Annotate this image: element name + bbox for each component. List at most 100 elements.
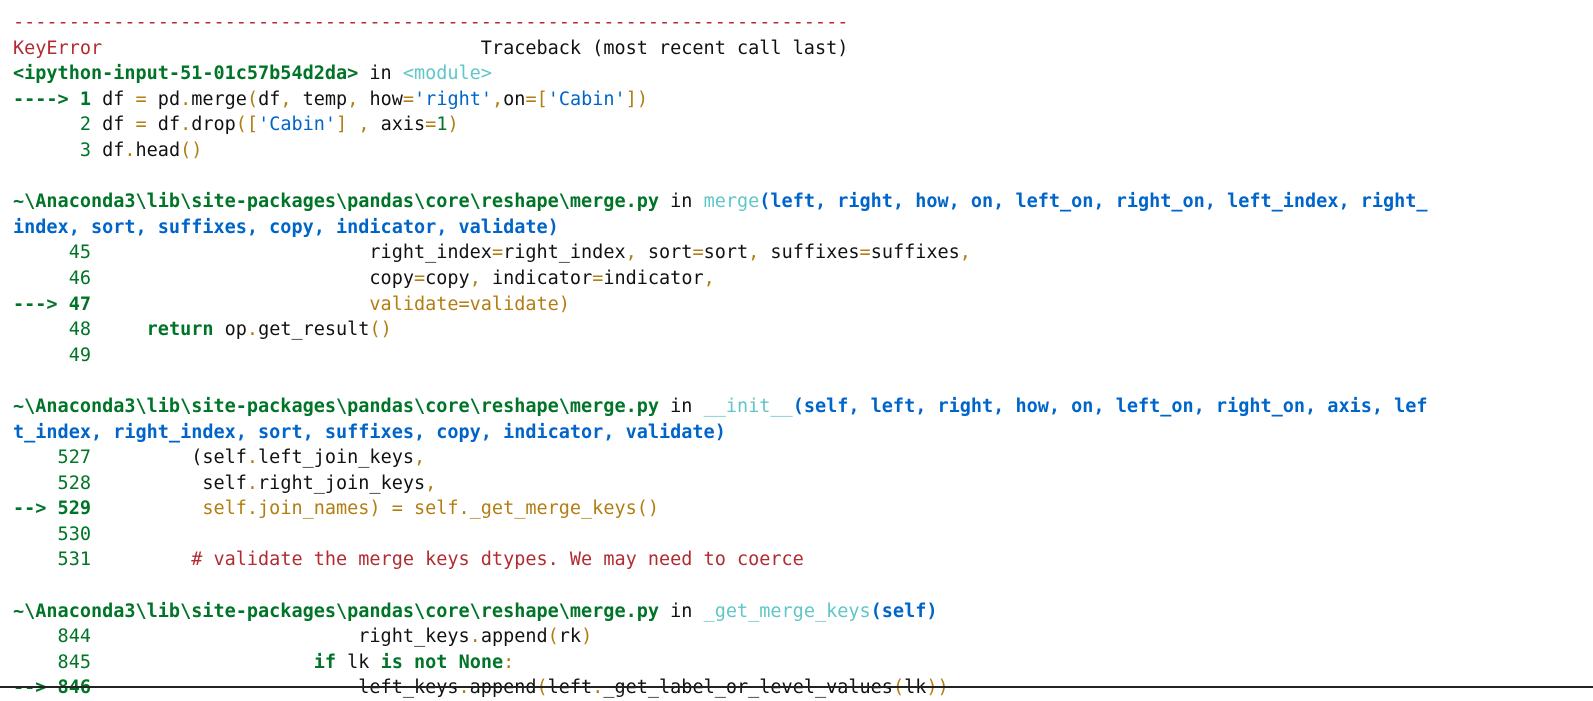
- traceback-segment: ,: [748, 242, 760, 264]
- traceback-segment: ): [447, 114, 459, 136]
- traceback-segment: (: [892, 677, 905, 699]
- traceback-line: 528 self.right_join_keys,: [13, 471, 1593, 497]
- traceback-segment: self.join_names) = self._get_merge_keys(…: [90, 498, 660, 520]
- traceback-segment: validate=validate): [90, 293, 570, 315]
- traceback-segment: (: [547, 626, 559, 648]
- traceback-segment: =: [859, 242, 871, 264]
- traceback-line: 3 df.head(): [13, 138, 1593, 164]
- traceback-segment: sort: [636, 242, 693, 264]
- traceback-segment: append: [469, 677, 537, 699]
- traceback-segment: 531: [13, 549, 91, 571]
- traceback-segment: =: [135, 114, 147, 136]
- traceback-segment: =[: [525, 88, 548, 110]
- traceback-segment: ---> 47: [13, 293, 91, 315]
- traceback-segment: =: [135, 88, 147, 110]
- traceback-line: --> 846 left_keys.append(left._get_label…: [13, 675, 1593, 701]
- traceback-segment: sort: [703, 242, 749, 264]
- traceback-segment: 45: [13, 242, 91, 264]
- traceback-segment: ([: [235, 114, 259, 136]
- traceback-line: ----------------------------------------…: [13, 10, 1593, 36]
- output-bottom-border: [0, 686, 1593, 688]
- traceback-segment: .: [180, 88, 192, 110]
- traceback-segment: in: [659, 600, 704, 622]
- traceback-segment: (): [369, 319, 392, 341]
- traceback-segment: .: [458, 677, 470, 699]
- traceback-segment: ~\Anaconda3\lib\site-packages\pandas\cor…: [13, 191, 660, 213]
- traceback-segment: self: [90, 472, 247, 494]
- traceback-segment: df: [90, 114, 136, 136]
- traceback-line: 45 right_index=right_index, sort=sort, s…: [13, 240, 1593, 266]
- traceback-segment: 48: [13, 319, 91, 341]
- traceback-segment: ,: [347, 88, 359, 110]
- traceback-line: ~\Anaconda3\lib\site-packages\pandas\cor…: [13, 599, 1593, 625]
- traceback-output: ----------------------------------------…: [13, 10, 1593, 701]
- traceback-segment: ~\Anaconda3\lib\site-packages\pandas\cor…: [13, 600, 660, 622]
- traceback-segment: ] ,: [336, 114, 381, 136]
- traceback-segment: .: [246, 319, 259, 341]
- traceback-segment: right_join_keys: [258, 472, 426, 494]
- traceback-segment: 530: [13, 523, 91, 545]
- traceback-segment: axis: [380, 114, 426, 136]
- traceback-line: ~\Anaconda3\lib\site-packages\pandas\cor…: [13, 189, 1593, 215]
- traceback-segment: right_index: [503, 242, 626, 264]
- traceback-segment: _get_merge_keys: [703, 600, 871, 622]
- traceback-segment: .: [124, 139, 136, 161]
- traceback-segment: --> 846: [13, 677, 91, 699]
- traceback-segment: =: [425, 114, 437, 136]
- traceback-segment: temp: [291, 88, 348, 110]
- traceback-segment: ,: [959, 242, 971, 264]
- traceback-segment: lk: [904, 677, 927, 699]
- traceback-line: 530: [13, 522, 1593, 548]
- traceback-line: --> 529 self.join_names) = self._get_mer…: [13, 496, 1593, 522]
- traceback-segment: 527: [13, 447, 91, 469]
- traceback-segment: is: [380, 651, 403, 673]
- traceback-segment: .: [246, 447, 259, 469]
- traceback-segment: copy: [425, 267, 470, 289]
- traceback-segment: 1: [436, 114, 448, 136]
- traceback-segment: how: [358, 88, 403, 110]
- traceback-segment: =: [402, 88, 415, 110]
- traceback-segment: right_index: [90, 242, 492, 264]
- traceback-segment: [91, 652, 314, 673]
- traceback-segment: ,: [625, 242, 637, 264]
- traceback-segment: df: [90, 88, 136, 110]
- traceback-line: 845 if lk is not None:: [13, 650, 1593, 676]
- traceback-line: 2 df = df.drop(['Cabin'] , axis=1): [13, 112, 1593, 138]
- traceback-segment: 845: [13, 651, 91, 673]
- traceback-line: ----> 1 df = pd.merge(df, temp, how='rig…: [13, 87, 1593, 113]
- traceback-segment: <module>: [402, 63, 492, 85]
- traceback-segment: indicator: [480, 267, 593, 289]
- traceback-segment: left_join_keys: [258, 447, 414, 469]
- traceback-line: 844 right_keys.append(rk): [13, 624, 1593, 650]
- traceback-segment: (self, left, right, how, on, left_on, ri…: [792, 395, 1428, 417]
- traceback-line: 531 # validate the merge keys dtypes. We…: [13, 547, 1593, 573]
- traceback-segment: [447, 652, 458, 673]
- traceback-segment: op: [213, 319, 247, 341]
- traceback-segment: head: [135, 139, 181, 161]
- traceback-segment: in: [659, 191, 704, 213]
- traceback-segment: ,: [703, 267, 715, 289]
- traceback-segment: ): [581, 626, 593, 648]
- traceback-line: ---> 47 validate=validate): [13, 292, 1593, 318]
- traceback-segment: :: [503, 651, 515, 673]
- traceback-segment: right_keys: [90, 626, 470, 648]
- traceback-segment: left: [547, 677, 593, 699]
- traceback-segment: ,: [413, 447, 426, 469]
- traceback-line: 46 copy=copy, indicator=indicator,: [13, 266, 1593, 292]
- traceback-segment: [403, 652, 414, 673]
- traceback-line: ~\Anaconda3\lib\site-packages\pandas\cor…: [13, 394, 1593, 420]
- traceback-segment: 3: [13, 139, 91, 161]
- traceback-segment: merge: [191, 88, 247, 110]
- traceback-segment: 'Cabin': [258, 114, 337, 136]
- traceback-segment: ~\Anaconda3\lib\site-packages\pandas\cor…: [13, 395, 660, 417]
- traceback-line: index, sort, suffixes, copy, indicator, …: [13, 215, 1593, 241]
- traceback-segment: (: [246, 88, 259, 110]
- traceback-segment: not: [414, 651, 448, 673]
- traceback-segment: None: [458, 651, 504, 673]
- traceback-segment: if: [313, 651, 337, 673]
- traceback-segment: ]): [625, 88, 648, 110]
- traceback-segment: get_result: [258, 319, 370, 341]
- traceback-segment: ,: [425, 472, 437, 494]
- traceback-line: t_index, right_index, sort, suffixes, co…: [13, 420, 1593, 446]
- traceback-segment: ,: [492, 88, 504, 110]
